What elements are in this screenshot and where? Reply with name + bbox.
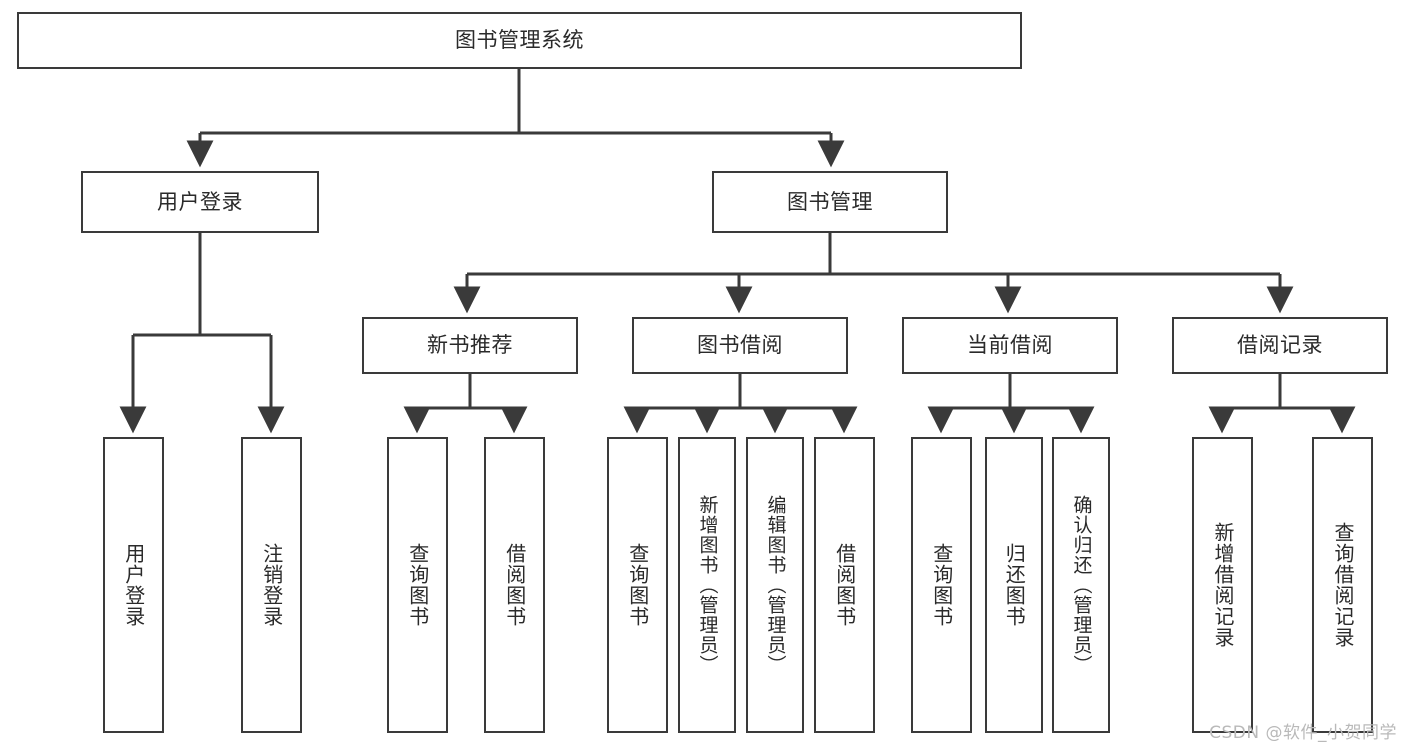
node-leaf-edit-book[interactable]: 编辑图书（管理员） [746,437,804,733]
node-book-manage[interactable]: 图书管理 [712,171,948,233]
node-current-borrow-label: 当前借阅 [967,333,1053,358]
node-leaf-confirm-return-label: 确认归还（管理员） [1070,495,1093,675]
node-new-book-rec-label: 新书推荐 [427,333,513,358]
node-leaf-borrow-book-2-label: 借阅图书 [832,543,857,627]
node-user-login[interactable]: 用户登录 [81,171,319,233]
node-leaf-add-book[interactable]: 新增图书（管理员） [678,437,736,733]
node-leaf-add-record[interactable]: 新增借阅记录 [1192,437,1253,733]
node-book-manage-label: 图书管理 [787,189,873,214]
node-leaf-user-login[interactable]: 用户登录 [103,437,164,733]
node-leaf-user-login-label: 用户登录 [121,543,146,627]
node-leaf-confirm-return[interactable]: 确认归还（管理员） [1052,437,1110,733]
node-leaf-query-book-1-label: 查询图书 [405,543,430,627]
node-leaf-query-record-label: 查询借阅记录 [1331,522,1355,648]
node-leaf-query-book-2[interactable]: 查询图书 [607,437,668,733]
node-leaf-query-book-3-label: 查询图书 [929,543,954,627]
node-leaf-user-logout-label: 注销登录 [259,543,284,627]
node-leaf-borrow-book-1-label: 借阅图书 [502,543,527,627]
node-leaf-query-book-3[interactable]: 查询图书 [911,437,972,733]
node-book-borrow-label: 图书借阅 [697,333,783,358]
node-leaf-query-book-2-label: 查询图书 [625,543,650,627]
node-user-login-label: 用户登录 [157,189,243,214]
node-leaf-query-record[interactable]: 查询借阅记录 [1312,437,1373,733]
node-leaf-borrow-book-1[interactable]: 借阅图书 [484,437,545,733]
node-borrow-record-label: 借阅记录 [1237,333,1323,358]
node-leaf-user-logout[interactable]: 注销登录 [241,437,302,733]
node-leaf-return-book[interactable]: 归还图书 [985,437,1043,733]
node-borrow-record[interactable]: 借阅记录 [1172,317,1388,374]
node-leaf-borrow-book-2[interactable]: 借阅图书 [814,437,875,733]
node-leaf-add-book-label: 新增图书（管理员） [696,495,719,675]
node-root-label: 图书管理系统 [455,28,584,53]
node-new-book-rec[interactable]: 新书推荐 [362,317,578,374]
node-current-borrow[interactable]: 当前借阅 [902,317,1118,374]
node-leaf-query-book-1[interactable]: 查询图书 [387,437,448,733]
node-root[interactable]: 图书管理系统 [17,12,1022,69]
node-book-borrow[interactable]: 图书借阅 [632,317,848,374]
node-leaf-edit-book-label: 编辑图书（管理员） [764,495,787,675]
node-leaf-add-record-label: 新增借阅记录 [1211,522,1235,648]
node-leaf-return-book-label: 归还图书 [1002,543,1027,627]
